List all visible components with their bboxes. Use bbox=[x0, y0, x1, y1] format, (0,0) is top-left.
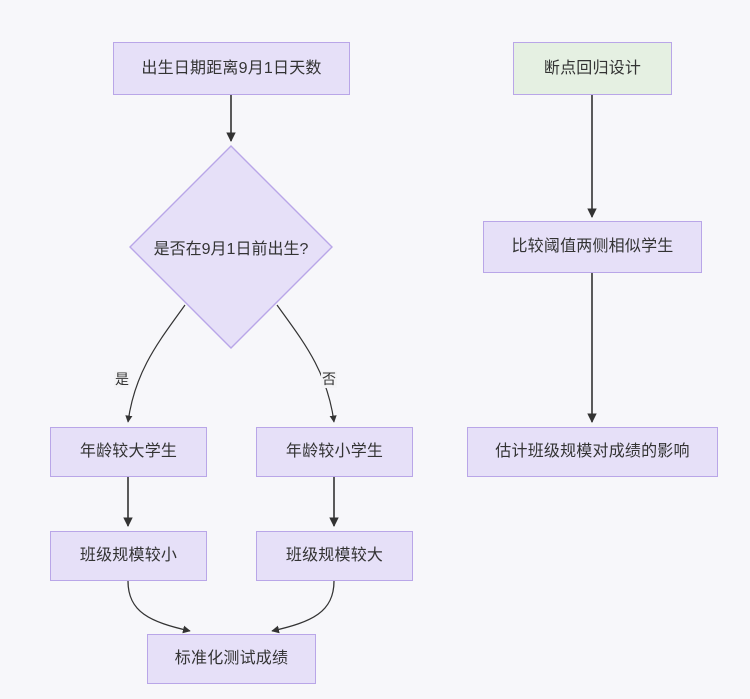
node-larger-class-size[interactable]: 班级规模较大 bbox=[256, 531, 413, 581]
node-label: 比较阈值两侧相似学生 bbox=[511, 238, 674, 256]
node-decision-born-before-sep1[interactable]: 是否在9月1日前出生? bbox=[129, 145, 333, 349]
node-label: 是否在9月1日前出生? bbox=[153, 241, 309, 258]
edge-largerclass-to-outcome bbox=[271, 580, 335, 634]
node-birthdate-distance[interactable]: 出生日期距离9月1日天数 bbox=[113, 42, 350, 95]
node-label: 估计班级规模对成绩的影响 bbox=[495, 443, 690, 461]
node-compare-similar-students[interactable]: 比较阈值两侧相似学生 bbox=[483, 221, 702, 273]
node-label: 出生日期距离9月1日天数 bbox=[141, 59, 322, 77]
diamond-shape bbox=[129, 145, 333, 349]
edge-label-no: 否 bbox=[321, 371, 337, 389]
edge-smallerclass-to-outcome bbox=[127, 580, 191, 634]
node-standardized-test-score[interactable]: 标准化测试成绩 bbox=[147, 634, 316, 684]
node-label: 班级规模较小 bbox=[79, 547, 178, 565]
node-label: 年龄较大学生 bbox=[79, 443, 178, 461]
node-older-students[interactable]: 年龄较大学生 bbox=[50, 427, 207, 477]
node-younger-students[interactable]: 年龄较小学生 bbox=[256, 427, 413, 477]
node-label: 断点回归设计 bbox=[543, 59, 642, 77]
node-label: 标准化测试成绩 bbox=[174, 650, 289, 668]
node-estimate-class-size-effect[interactable]: 估计班级规模对成绩的影响 bbox=[467, 427, 718, 477]
node-label: 年龄较小学生 bbox=[285, 443, 384, 461]
edge-label-yes: 是 bbox=[114, 371, 130, 389]
node-label: 班级规模较大 bbox=[285, 547, 384, 565]
node-rd-design[interactable]: 断点回归设计 bbox=[513, 42, 672, 95]
node-smaller-class-size[interactable]: 班级规模较小 bbox=[50, 531, 207, 581]
